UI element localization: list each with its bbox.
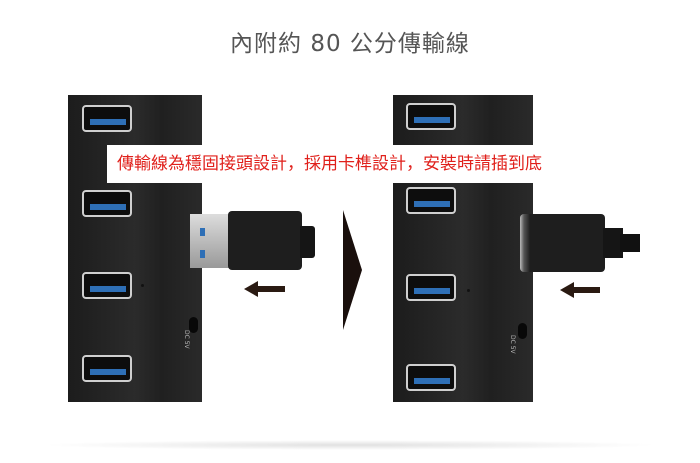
usb-port [406,364,456,391]
usb-port [82,105,132,132]
usb-port [82,190,132,217]
dc-power-jack [189,317,198,333]
dc-label: DC 5V [183,330,190,349]
usb-plug-contact [200,228,205,236]
usb-plug-body [520,214,605,272]
arrow-left-shaft [257,286,285,292]
led-indicator [141,284,144,287]
arrow-left-icon [560,282,574,298]
installation-note-banner: 傳輸線為穩固接頭設計，採用卡榫設計，安裝時請插到底 [107,145,592,183]
page-title: 內附約 80 公分傳輸線 [230,31,470,57]
dc-power-jack [518,323,527,339]
arrow-left-icon [244,281,258,297]
cable-strain-relief [603,228,623,258]
usb-port [82,355,132,382]
usb-hub-after [393,95,533,402]
usb-port [406,274,456,301]
arrow-left-shaft [573,287,600,293]
bottom-shadow [40,440,660,450]
led-indicator [467,289,470,292]
usb-port [82,272,132,299]
usb-port [406,187,456,214]
chevron-right-icon [343,210,362,330]
cable-strain-relief [300,226,315,258]
usb-plug-contact [200,250,205,258]
dc-label: DC 5V [509,335,516,354]
usb-plug-body [228,211,302,270]
usb-plug-metal [190,214,230,268]
cable [620,234,640,252]
usb-port [406,103,456,130]
